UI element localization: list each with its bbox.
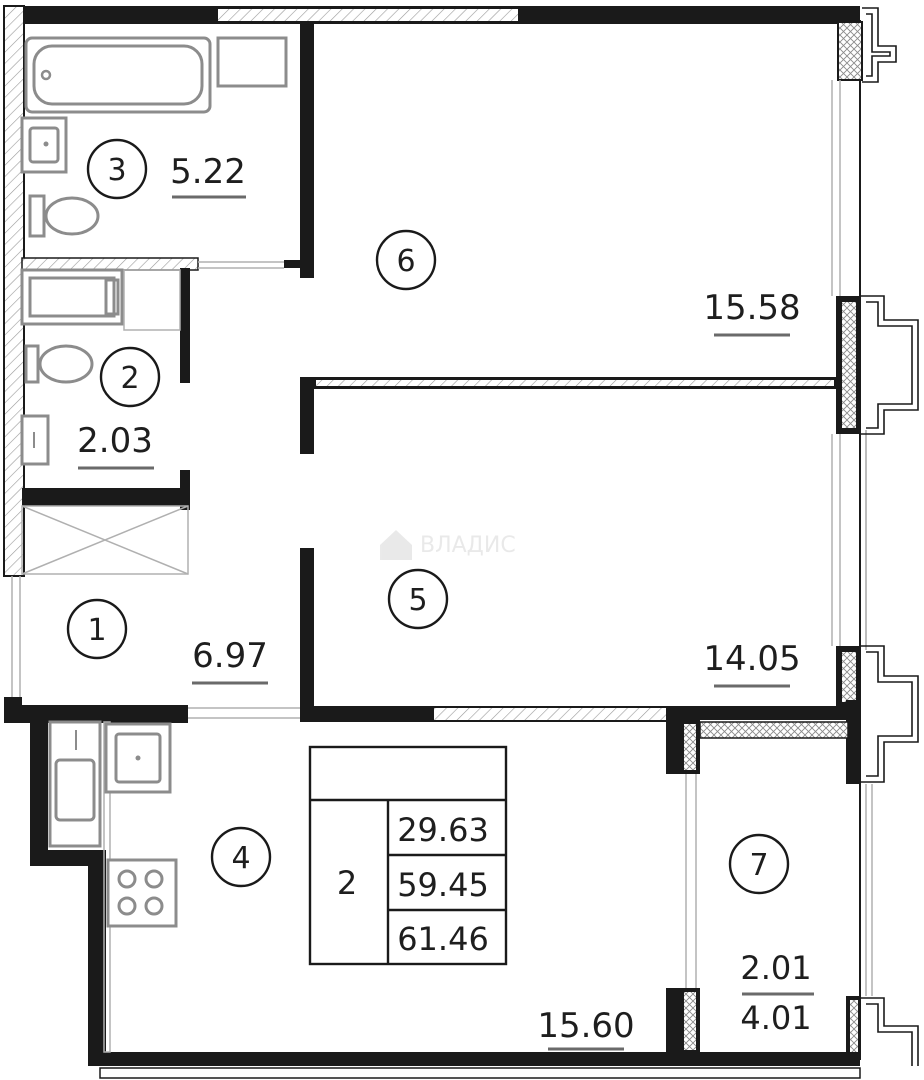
watermark: ВЛАДИС <box>380 530 516 560</box>
room-6-area: 15.58 <box>703 288 800 328</box>
facade-piers <box>836 7 919 1066</box>
toilet-icon <box>28 194 100 238</box>
room-5-label: 5 14.05 <box>387 568 801 688</box>
room-7-area: 2.01 <box>740 949 811 987</box>
kitchen-sink-icon <box>104 722 172 794</box>
room-2-area: 2.03 <box>77 421 153 461</box>
room-3-area: 5.22 <box>170 152 246 192</box>
room-3-label: 3 5.22 <box>86 138 246 200</box>
room-5-number: 5 <box>408 583 427 618</box>
room-6-label: 6 15.58 <box>375 229 801 337</box>
wc-sink-icon <box>20 414 50 466</box>
room-7-area-reduced: 4.01 <box>740 999 811 1037</box>
room-4-label: 4 15.60 <box>210 826 635 1051</box>
house-icon <box>380 530 412 560</box>
interior-walls <box>4 22 858 1054</box>
wc-toilet-icon <box>24 344 94 384</box>
sink-icon <box>20 116 68 174</box>
shelf-icon <box>123 269 181 331</box>
summary-living-area: 29.63 <box>397 811 489 849</box>
area-summary-table: 2 29.63 59.45 61.46 <box>308 745 508 966</box>
room-7-number: 7 <box>749 848 768 883</box>
fridge-icon <box>48 720 102 848</box>
room-1-label: 1 6.97 <box>66 598 268 685</box>
stove-icon <box>106 858 178 928</box>
room-6-number: 6 <box>396 244 415 279</box>
room-7-label: 7 2.01 4.01 <box>728 833 814 1037</box>
summary-total-area-balcony: 61.46 <box>397 920 489 958</box>
washing-machine-icon <box>216 36 288 88</box>
room-5-area: 14.05 <box>703 639 800 679</box>
summary-total-area: 59.45 <box>397 866 489 904</box>
water-heater-icon <box>20 268 124 326</box>
room-1-number: 1 <box>87 613 106 648</box>
room-2-number: 2 <box>120 361 139 396</box>
room-4-area: 15.60 <box>537 1006 634 1046</box>
wardrobe-icon <box>21 505 189 575</box>
room-4-number: 4 <box>231 841 250 876</box>
bathtub-icon <box>24 36 212 114</box>
room-1-area: 6.97 <box>192 636 268 676</box>
room-2-label: 2 2.03 <box>77 346 161 470</box>
outer-walls <box>3 5 867 1079</box>
room-3-number: 3 <box>107 153 126 188</box>
openings <box>11 80 873 996</box>
summary-rooms-count: 2 <box>337 864 357 902</box>
watermark-text: ВЛАДИС <box>420 533 516 558</box>
